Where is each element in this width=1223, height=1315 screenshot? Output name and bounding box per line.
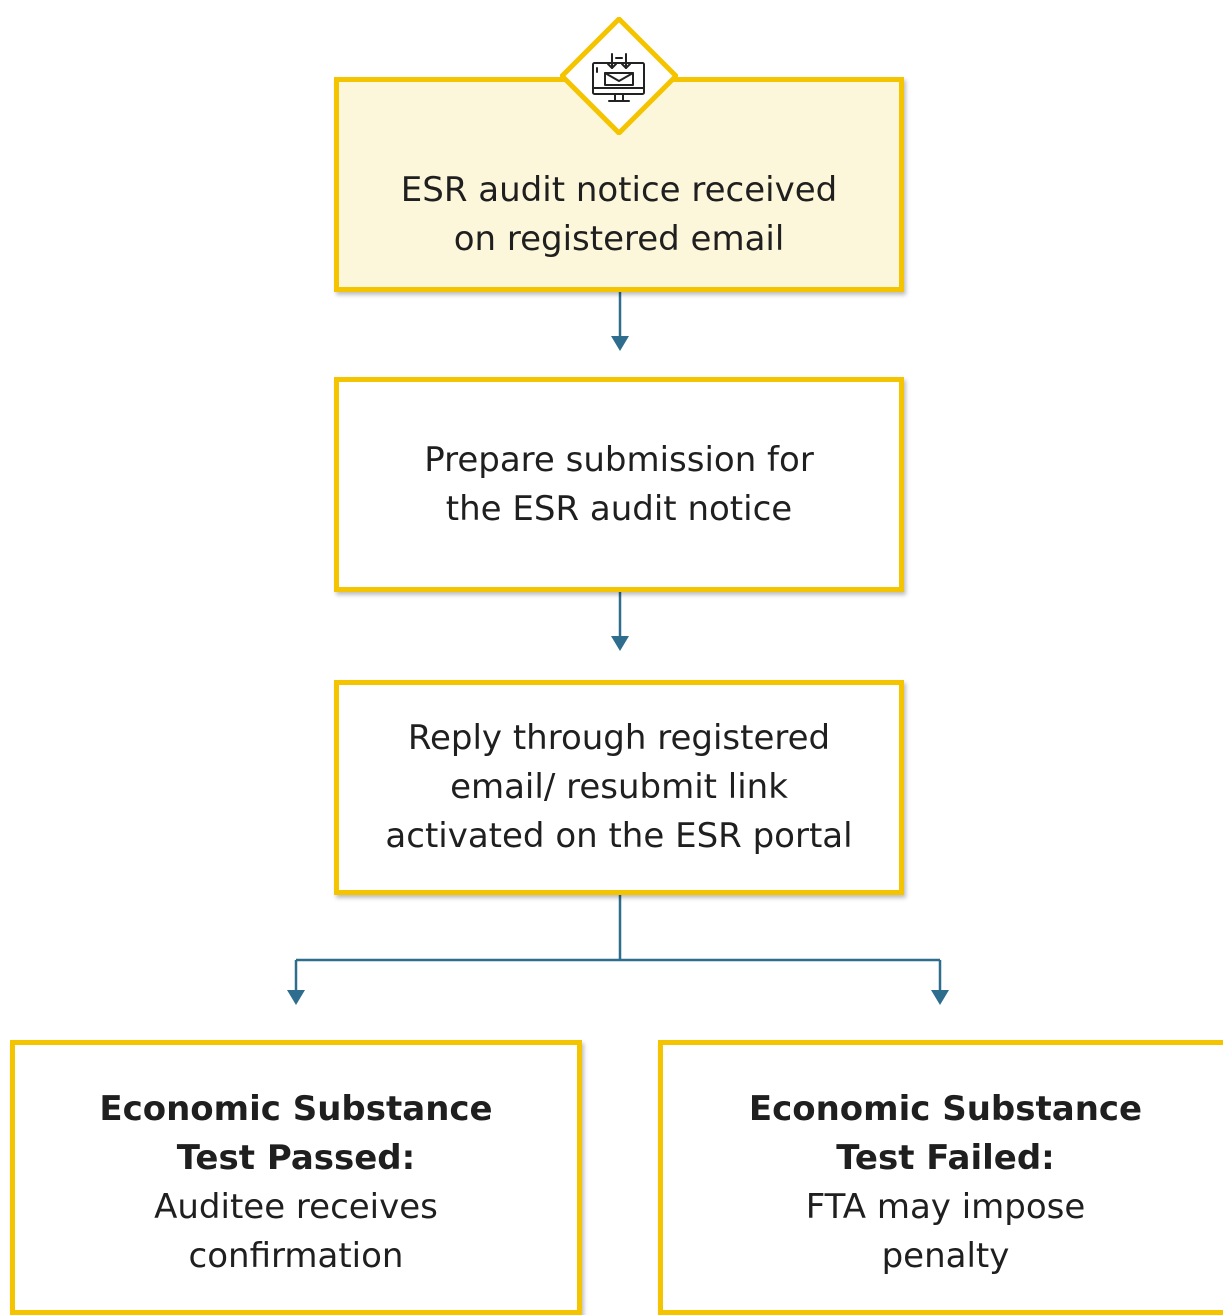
step-box-reply: Reply through registered email/ resubmit…	[334, 680, 904, 895]
outcome-failed-heading-2: Test Failed:	[836, 1138, 1055, 1178]
arrowhead-2-3	[611, 636, 629, 651]
arrowhead-right	[931, 990, 949, 1005]
outcome-passed-line-1: Auditee receives	[154, 1187, 438, 1227]
outcome-failed-line-2: penalty	[881, 1236, 1010, 1276]
step-3-line-1: Reply through registered	[407, 718, 831, 758]
outcome-box-failed: Economic Substance Test Failed: FTA may …	[658, 1040, 1223, 1315]
step-1-line-1: ESR audit notice received	[400, 170, 838, 210]
outcome-failed-line-1: FTA may impose	[805, 1187, 1086, 1227]
outcome-passed-heading-1: Economic Substance	[99, 1089, 493, 1129]
step-1-line-2: on registered email	[453, 219, 785, 259]
step-box-prepare: Prepare submission for the ESR audit not…	[334, 377, 904, 592]
step-3-line-2: email/ resubmit link	[450, 767, 788, 807]
arrowhead-left	[287, 990, 305, 1005]
outcome-box-passed: Economic Substance Test Passed: Auditee …	[10, 1040, 582, 1315]
outcome-failed-heading-1: Economic Substance	[748, 1089, 1143, 1129]
step-2-line-1: Prepare submission for	[424, 439, 814, 480]
email-download-monitor-icon	[560, 17, 678, 135]
outcome-passed-line-2: confirmation	[188, 1236, 404, 1276]
arrowhead-1-2	[611, 336, 629, 351]
step-2-line-2: the ESR audit notice	[445, 488, 793, 529]
step-3-line-3: activated on the ESR portal	[385, 816, 853, 856]
outcome-passed-heading-2: Test Passed:	[176, 1138, 416, 1178]
